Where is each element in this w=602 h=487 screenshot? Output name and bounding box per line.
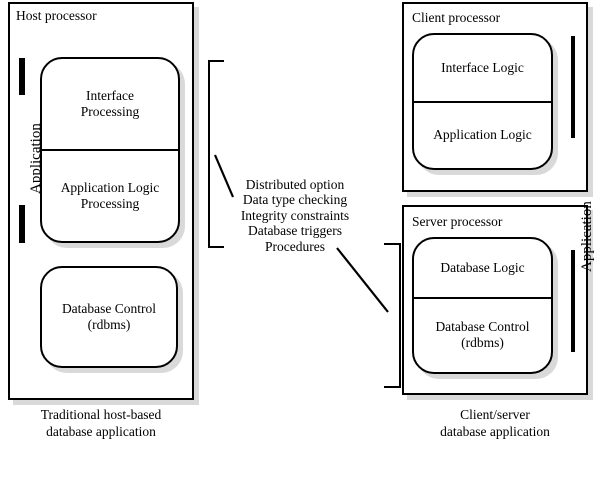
host-application-logic-line2: Processing: [80, 196, 140, 211]
clientserver-application-label: Application: [579, 201, 595, 272]
callout-line-4: Database triggers: [247, 223, 343, 239]
host-database-control-cell: Database Control (rdbms): [42, 268, 176, 366]
client-processor-title: Client processor: [412, 10, 501, 25]
host-application-logic-line1: Application Logic: [60, 180, 160, 195]
server-processor-title: Server processor: [412, 214, 503, 229]
client-interface-logic-cell: Interface Logic: [441, 59, 524, 75]
clientserver-application-rule-bottom: [571, 250, 575, 352]
callout-line-5: Procedures: [265, 238, 325, 254]
callout-line-3: Integrity constraints: [240, 207, 350, 223]
host-application-rule-bottom: [19, 205, 25, 243]
callout-line-2: Data type checking: [242, 192, 348, 208]
server-database-control-line1: Database Control: [435, 319, 530, 335]
client-logic-box: Interface Logic Application Logic: [412, 33, 553, 170]
server-database-control-line2: (rdbms): [461, 335, 504, 351]
host-application-logic-cell: Application Logic Processing: [42, 149, 178, 241]
host-database-control-box: Database Control (rdbms): [40, 266, 178, 368]
host-caption-line2: database application: [46, 424, 156, 439]
middle-callout-text: Distributed option Data type checking In…: [230, 177, 360, 254]
host-processor-title: Host processor: [16, 8, 97, 23]
leader-line-server: [336, 247, 389, 313]
server-database-logic-cell: Database Logic: [440, 259, 525, 275]
server-logic-box: Database Logic Database Control (rdbms): [412, 237, 553, 374]
host-caption-line1: Traditional host-based: [40, 407, 162, 422]
host-database-control-line1: Database Control: [61, 301, 157, 316]
host-application-box: Interface Processing Application Logic P…: [40, 57, 180, 243]
server-callout-bracket: [384, 243, 401, 388]
clientserver-application-rule-top: [571, 36, 575, 138]
callout-line-1: Distributed option: [245, 177, 345, 192]
server-database-control-cell: Database Control (rdbms): [414, 296, 551, 373]
host-interface-processing-cell: Interface Processing: [42, 59, 178, 149]
host-application-rule-top: [19, 58, 25, 95]
host-caption: Traditional host-based database applicat…: [8, 406, 194, 440]
client-application-logic-cell: Application Logic: [414, 100, 551, 169]
host-database-control-line2: (rdbms): [87, 317, 131, 332]
clientserver-caption-line1: Client/server: [460, 407, 530, 422]
clientserver-caption: Client/server database application: [402, 406, 588, 440]
host-interface-processing-line1: Interface: [86, 88, 134, 103]
clientserver-caption-line2: database application: [440, 424, 550, 439]
host-callout-bracket: [208, 60, 224, 248]
host-interface-processing-line2: Processing: [80, 104, 140, 119]
